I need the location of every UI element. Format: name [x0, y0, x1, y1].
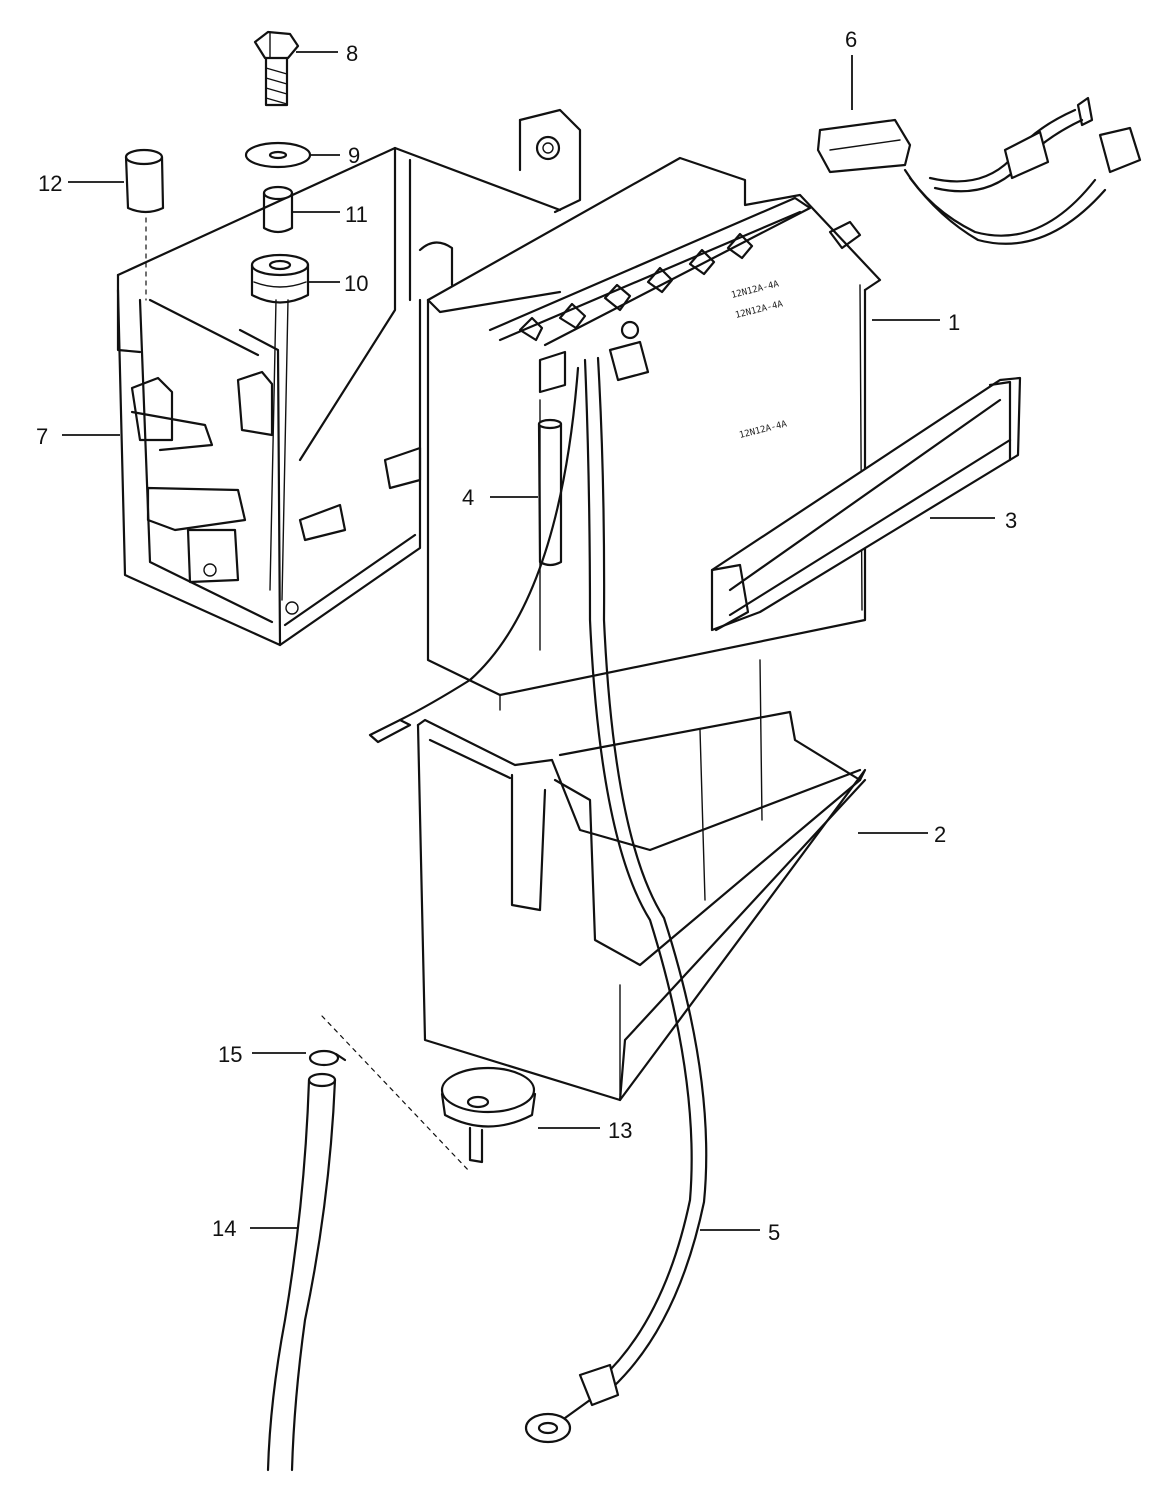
callout-8: 8: [346, 41, 358, 66]
battery-holder-drawing: [116, 108, 582, 647]
callout-1: 1: [948, 310, 960, 335]
battery-band-drawing: [710, 376, 1022, 632]
callout-2: 2: [934, 822, 946, 847]
callout-14: 14: [212, 1216, 236, 1241]
callout-13: 13: [608, 1118, 632, 1143]
callout-10: 10: [344, 271, 368, 296]
callout-5: 5: [768, 1220, 780, 1245]
ground-cable-drawing: [368, 356, 708, 1444]
drain-hose-drawing: [266, 1072, 337, 1472]
positive-cable-drawing: [816, 96, 1142, 245]
battery-drawing: 12N12A-4A 12N12A-4A 12N12A-4A: [426, 156, 882, 711]
callout-11: 11: [345, 202, 368, 227]
callout-7: 7: [36, 424, 48, 449]
callout-9: 9: [348, 143, 360, 168]
callout-3: 3: [1005, 508, 1017, 533]
breather-tube-drawing: [537, 418, 563, 567]
callout-6: 6: [845, 27, 857, 52]
callout-4: 4: [462, 485, 474, 510]
washer-drawing: [244, 141, 312, 169]
sleeve-drawing: [124, 148, 165, 301]
leader-lines: [62, 51, 995, 1231]
collar-drawing: [262, 185, 294, 234]
drain-cap-drawing: [321, 1015, 537, 1173]
callout-15: 15: [218, 1042, 242, 1067]
callout-12: 12: [38, 171, 62, 196]
battery-tray-drawing: [416, 659, 867, 1102]
clip-drawing: [308, 1049, 347, 1067]
callout-labels: 8 9 11 10 12 7 6 1 3 4 2 5 13 15 14: [36, 27, 1017, 1245]
bolt-drawing: [253, 30, 300, 107]
grommet-drawing: [250, 253, 310, 304]
